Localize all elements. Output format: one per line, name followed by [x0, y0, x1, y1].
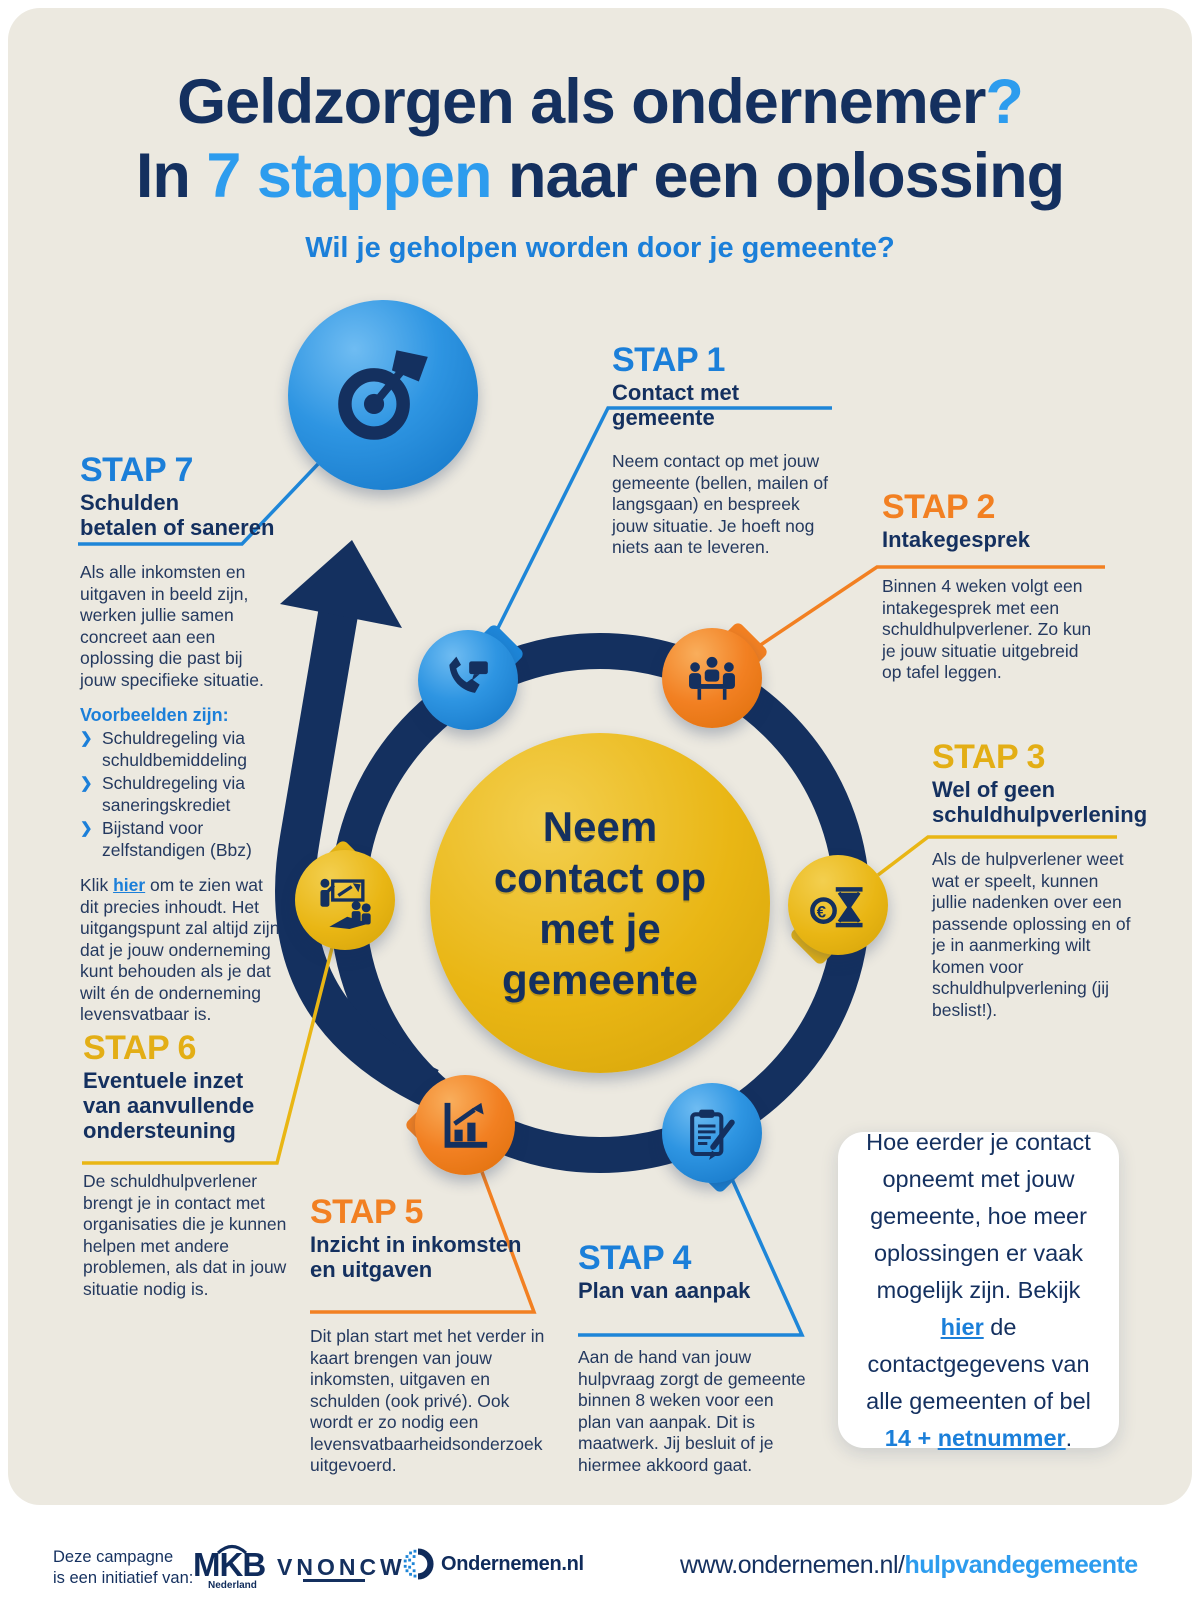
- goal-circle: [288, 300, 478, 490]
- title-text: In: [135, 141, 207, 211]
- info-box-text: Hoe eerder je contact opneemt met jouw g…: [866, 1128, 1091, 1303]
- example-item: ❯ Schuldregeling via saneringskrediet: [80, 773, 285, 816]
- node-stap-5: [415, 1075, 515, 1175]
- example-item-text: Schuldregeling via schuldbemiddeling: [102, 728, 247, 770]
- info-box-text: .: [1065, 1424, 1073, 1451]
- node-stap-4: [662, 1083, 762, 1183]
- step-2-block: STAP 2 Intakegesprek Binnen 4 weken volg…: [882, 487, 1112, 684]
- mkb-logo-text: MKB: [193, 1546, 266, 1583]
- dotted-circle-icon: [403, 1548, 434, 1580]
- center-cta-circle: Neem contact op met je gemeente: [430, 733, 770, 1073]
- center-cta-text: Neem contact op met je gemeente: [493, 802, 707, 1004]
- hier-link[interactable]: hier: [113, 875, 146, 895]
- connector-line-stap-2: [752, 565, 1105, 652]
- step-4-block: STAP 4 Plan van aanpak Aan de hand van j…: [578, 1238, 818, 1476]
- hourglass-euro-icon: €: [810, 887, 863, 928]
- info-box-phone-number: 14 +: [884, 1424, 938, 1451]
- step-6-title: Eventuele inzet van aanvullende onderste…: [83, 1068, 255, 1143]
- netnummer-link[interactable]: netnummer: [937, 1424, 1066, 1451]
- node-stap-6: [295, 850, 395, 950]
- page-title-line2: In 7 stappen naar een oplossing: [0, 140, 1200, 212]
- step-3-label: STAP 3: [932, 738, 1045, 776]
- connector-line-stap-5: [310, 1171, 537, 1314]
- info-box-paragraph: Hoe eerder je contact opneemt met jouw g…: [838, 1124, 1119, 1457]
- info-box-text: de contactgegevens van alle gemeenten of…: [866, 1313, 1091, 1414]
- step-1-title: Contact met gemeente: [612, 380, 740, 430]
- title-text: naar een oplossing: [491, 141, 1065, 211]
- step-5-label: STAP 5: [310, 1193, 423, 1231]
- campaign-credit-text: Deze campagne is een initiatief van:: [53, 1548, 194, 1587]
- mkb-arc-icon: [217, 1545, 247, 1554]
- step-1-label: STAP 1: [612, 341, 725, 379]
- connector-line-stap-7: [78, 462, 320, 546]
- connector-line-stap-6: [82, 947, 334, 1165]
- cycle-arrow-head-icon: [280, 540, 402, 628]
- node-stap-3: €: [788, 855, 888, 955]
- target-dart-icon: [338, 350, 428, 440]
- connector-line-stap-4: [578, 1178, 805, 1337]
- more-info-text: om te zien wat dit precies inhoudt. Het …: [80, 875, 280, 1024]
- step-2-title: Intakegesprek: [882, 527, 1030, 552]
- vno-ncw-underline: [303, 1579, 365, 1582]
- presentation-board-icon: [320, 878, 371, 929]
- url-path: hulpvandegemeente: [904, 1551, 1138, 1579]
- step-2-body: Binnen 4 weken volgt een intakegesprek m…: [882, 576, 1092, 682]
- example-item-text: Bijstand voor zelfstandigen (Bbz): [102, 818, 252, 860]
- step-3-title: Wel of geen schuldhulpverlening: [932, 777, 1148, 827]
- chevron-right-icon: ❯: [80, 820, 93, 837]
- step-4-body: Aan de hand van jouw hulpvraag zorgt de …: [578, 1347, 806, 1475]
- page-title-line1: Geldzorgen als ondernemer?: [0, 66, 1200, 138]
- step-7-title: Schulden betalen of saneren: [80, 490, 275, 540]
- mkb-logo-subtext: Nederland: [208, 1580, 257, 1591]
- more-info-paragraph: Klik hier om te zien wat dit precies inh…: [80, 875, 285, 1026]
- chevron-right-icon: ❯: [80, 730, 93, 747]
- url-domain: www.ondernemen.nl/: [680, 1551, 905, 1579]
- step-6-body: De schuldhulpverlener brengt je in conta…: [83, 1171, 287, 1299]
- step-3-block: STAP 3 Wel of geen schuldhulpverlening A…: [932, 737, 1148, 1021]
- step-5-body: Dit plan start met het verder in kaart b…: [310, 1326, 545, 1475]
- chevron-right-icon: ❯: [80, 775, 93, 792]
- step-4-label: STAP 4: [578, 1239, 691, 1277]
- example-item: ❯ Schuldregeling via schuldbemiddeling: [80, 728, 285, 771]
- page-subtitle: Wil je geholpen worden door je gemeente?: [305, 232, 895, 264]
- bar-chart-growth-icon: [444, 1102, 488, 1148]
- more-info-text: Klik: [80, 875, 114, 895]
- connector-line-stap-1: [491, 406, 832, 639]
- step-2-label: STAP 2: [882, 488, 995, 526]
- example-item-text: Schuldregeling via saneringskrediet: [102, 773, 246, 815]
- title-text: Geldzorgen als ondernemer: [177, 67, 986, 137]
- step-7-block: STAP 7 Schulden betalen of saneren Als a…: [80, 450, 285, 1026]
- step-6-label: STAP 6: [83, 1029, 196, 1067]
- info-box: Hoe eerder je contact opneemt met jouw g…: [838, 1129, 1119, 1451]
- intake-meeting-icon: [689, 656, 735, 700]
- step-1-block: STAP 1 Contact met gemeente Neem contact…: [612, 340, 842, 559]
- connector-line-stap-3: [876, 835, 1117, 877]
- logo-vno-ncw: VNONCW: [277, 1554, 406, 1580]
- step-6-block: STAP 6 Eventuele inzet van aanvullende o…: [83, 1028, 298, 1300]
- title-question-mark: ?: [985, 67, 1023, 137]
- step-4-title: Plan van aanpak: [578, 1278, 751, 1303]
- step-5-block: STAP 5 Inzicht in inkomsten en uitgaven …: [310, 1192, 550, 1477]
- logo-ondernemen-nl: Ondernemen.nl: [402, 1548, 584, 1580]
- svg-text:€: €: [817, 902, 826, 921]
- example-item: ❯ Bijstand voor zelfstandigen (Bbz): [80, 818, 285, 861]
- clipboard-pen-icon: [690, 1109, 735, 1160]
- ondernemen-logo-text: Ondernemen.nl: [441, 1552, 584, 1575]
- phone-chat-icon: [449, 656, 488, 693]
- info-box-hier-link[interactable]: hier: [940, 1313, 984, 1340]
- examples-title: Voorbeelden zijn:: [80, 705, 229, 725]
- cycle-arrow-shaft: [275, 610, 439, 1107]
- title-accent-text: 7 stappen: [206, 141, 492, 211]
- step-7-body: Als alle inkomsten en uitgaven in beeld …: [80, 562, 264, 690]
- step-7-label: STAP 7: [80, 451, 193, 489]
- step-3-body: Als de hulpverlener weet wat er speelt, …: [932, 849, 1131, 1020]
- logo-mkb-nederland: MKB Nederland: [193, 1545, 266, 1591]
- step-5-title: Inzicht in inkomsten en uitgaven: [310, 1232, 522, 1282]
- campaign-url[interactable]: www.ondernemen.nl/hulpvandegemeente: [680, 1551, 1138, 1580]
- step-1-body: Neem contact op met jouw gemeente (belle…: [612, 451, 828, 557]
- node-stap-2: [662, 628, 762, 728]
- node-stap-1: [418, 630, 518, 730]
